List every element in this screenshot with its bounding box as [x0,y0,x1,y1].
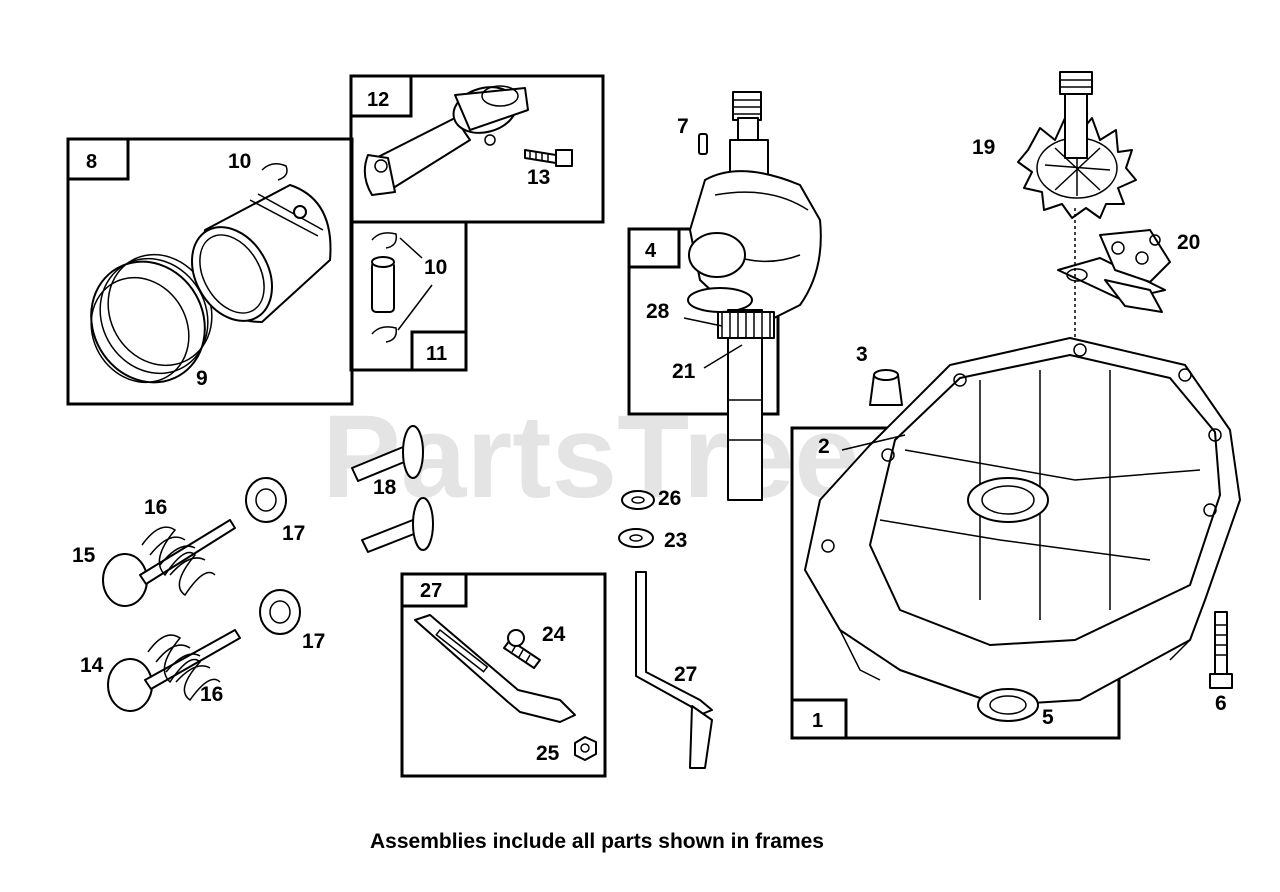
label-19: 19 [972,136,995,159]
retainer-17a [245,477,287,523]
washer-26 [621,490,655,510]
governor-shaft [635,571,713,769]
leader-28 [683,317,723,327]
tappet-18a [351,425,424,482]
label-9: 9 [196,367,208,390]
tappet-18b [361,497,434,553]
piston-rings [90,253,213,384]
spring-16b [147,634,221,702]
frame-27-label: 27 [420,580,442,602]
spring-16a [141,526,216,597]
connecting-rod [363,85,529,196]
label-16a: 16 [144,496,167,519]
governor-assembly [1057,229,1171,313]
connecting-rod-screw [524,149,573,167]
leader-2 [841,434,906,451]
label-20: 20 [1177,231,1200,254]
frame-12: 12 [349,74,605,224]
nut-25 [574,736,597,761]
label-25: 25 [536,742,560,765]
key-7 [698,133,708,155]
label-27: 27 [674,663,697,686]
label-5: 5 [1042,706,1054,729]
label-3: 3 [856,343,868,366]
label-13: 13 [527,166,550,189]
label-21: 21 [672,360,696,383]
screw-24 [503,629,541,669]
frame-8-label: 8 [86,151,97,173]
label-23: 23 [664,529,687,552]
crank-gear [717,311,775,339]
wrist-pin-assembly [371,232,433,343]
label-16b: 16 [200,683,223,706]
frame-12-label: 12 [367,89,389,111]
frame-11: 11 [349,220,468,372]
label-2: 2 [818,435,830,458]
label-28: 28 [646,300,670,323]
label-17b: 17 [302,630,325,653]
label-10b: 10 [424,256,447,279]
washer-23 [618,528,654,548]
piston [191,184,332,323]
label-17a: 17 [282,522,305,545]
label-24: 24 [542,623,566,646]
frame-27: 27 [400,572,607,778]
label-7: 7 [677,115,689,138]
oil-seal-5 [977,688,1039,722]
label-6: 6 [1215,692,1227,715]
label-26: 26 [658,487,681,510]
frame-4-label: 4 [645,240,657,262]
caption: Assemblies include all parts shown in fr… [370,830,824,853]
retainer-17b [259,589,301,635]
frame-11-label: 11 [426,343,447,365]
governor-lever [414,614,576,723]
label-18: 18 [373,476,397,499]
leader-21 [703,344,743,369]
plug-3 [869,369,903,406]
label-14: 14 [80,654,104,677]
bolt-6 [1209,611,1233,689]
retaining-ring-10a [261,163,288,181]
label-10a: 10 [228,150,251,173]
label-15: 15 [72,544,96,567]
sump-cover [804,337,1241,706]
cam-gear [1017,71,1137,219]
valve-15 [102,519,236,607]
frame-1-label: 1 [812,710,823,732]
